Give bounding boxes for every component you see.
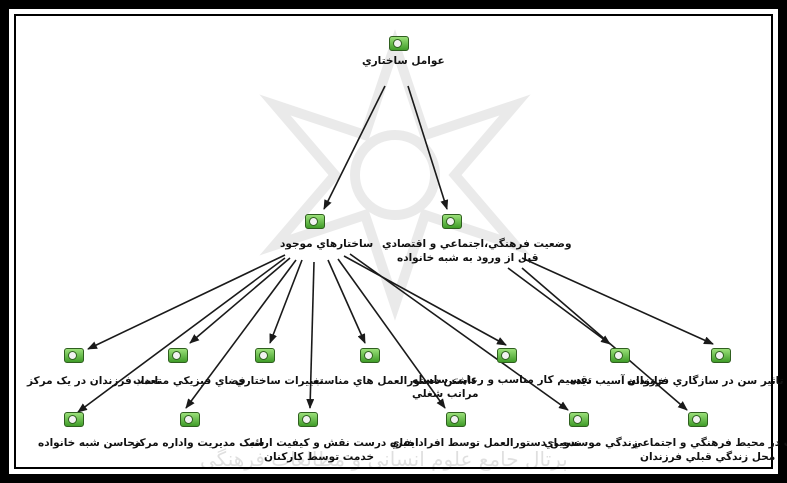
node-management-icon[interactable] xyxy=(180,412,200,427)
label-expert-procedures: تدوين دستورالعمل توسط افراد خبره xyxy=(390,437,580,449)
node-age-effect-icon[interactable] xyxy=(711,348,731,363)
label-roles-line1: ايفاي درست نقش و کيفيت ارائه xyxy=(249,437,419,449)
node-status-icon[interactable] xyxy=(442,214,462,229)
label-existing: ساختارهاي موجود xyxy=(280,238,374,250)
node-structural-changes-icon[interactable] xyxy=(255,348,275,363)
watermark-rosette-icon xyxy=(259,29,531,321)
node-existing-icon[interactable] xyxy=(305,214,325,229)
label-procedures: داشتن دستورالعمل هاي مناسب xyxy=(313,375,477,387)
node-expert-procedures-icon[interactable] xyxy=(446,412,466,427)
node-root-icon[interactable] xyxy=(389,36,409,51)
node-roles-icon[interactable] xyxy=(298,412,318,427)
label-status-line1: وضعيت فرهنگي،اجتماعي و اقتصادي xyxy=(382,238,572,250)
label-roles-line2: خدمت توسط کارکنان xyxy=(264,451,375,463)
inner-frame xyxy=(14,14,773,469)
label-physical-space: فضاي فيزيکي مناسب xyxy=(133,375,246,387)
label-children-count: تعداد فرزندان در يک مرکز xyxy=(27,375,161,387)
label-status-line2: قبل از ورود به شبه خانواده xyxy=(397,252,539,264)
node-physical-space-icon[interactable] xyxy=(168,348,188,363)
node-division-icon[interactable] xyxy=(497,348,517,363)
label-division-line1: تقسيم کار مناسب و رعايت سلسله xyxy=(412,374,592,386)
label-residence-line2: محل زندگي قبلي فرزندان xyxy=(640,451,776,463)
label-age-effect: تاثير سن در سازگاري فرزندان xyxy=(627,375,784,387)
node-institution-life-icon[interactable] xyxy=(569,412,589,427)
label-division-line2: مراتب شغلي xyxy=(412,388,479,400)
footer-watermark: پرتال جامع علوم انسانی و مطالعات فرهنگی xyxy=(200,447,568,471)
label-damaged-family: خانواده آسيب ديده xyxy=(570,375,666,387)
label-management: سبک مديريت واداره مرکز xyxy=(133,437,265,449)
label-root: عوامل ساختاري xyxy=(362,55,445,67)
label-structural-changes: تغييرات ساختاري xyxy=(235,375,324,387)
node-procedures-icon[interactable] xyxy=(360,348,380,363)
node-damaged-family-icon[interactable] xyxy=(610,348,630,363)
node-residence-icon[interactable] xyxy=(688,412,708,427)
node-children-count-icon[interactable] xyxy=(64,348,84,363)
node-advantages-icon[interactable] xyxy=(64,412,84,427)
label-residence-line1: اقامت در محيط فرهنگي و اجتماعي xyxy=(632,437,787,449)
label-institution-life: زندگي موسسه اي xyxy=(544,437,638,449)
label-advantages: محاسن شبه خانواده xyxy=(38,437,142,449)
